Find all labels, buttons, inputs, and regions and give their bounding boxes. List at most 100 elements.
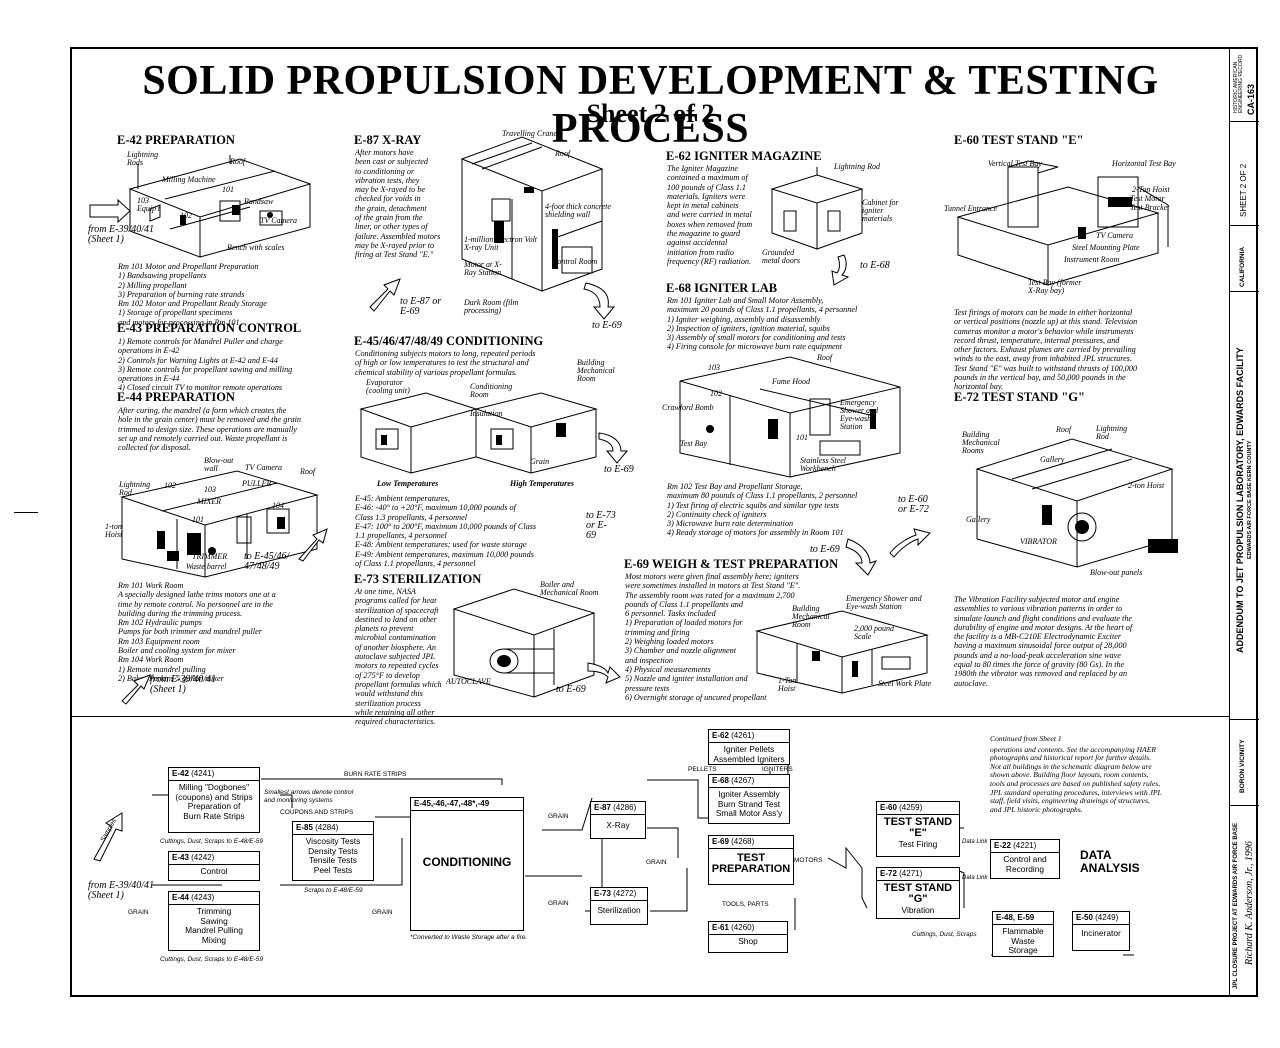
e44-room101-label: 101 <box>192 515 204 524</box>
e87-crane-label: Travelling Crane <box>502 129 557 138</box>
e68-text: Rm 101 Igniter Lab and Small Motor Assem… <box>667 296 858 352</box>
flow-smallest-note: Smallest arrows denote control and monit… <box>264 789 354 804</box>
e68-illustration <box>679 356 901 478</box>
flow-e42-box: E-42 (4241) Milling "Dogbones"(coupons) … <box>168 767 260 833</box>
e45-high-label: High Temperatures <box>510 479 574 488</box>
flow-e69-box: E-69 (4268) TEST PREPARATION <box>708 835 794 885</box>
flow-datalink2-label: Data Link <box>962 875 988 881</box>
e42-bench-label: Bench with scales <box>227 243 285 252</box>
e44-room104-label: 104 <box>272 501 284 510</box>
flow-data-analysis: DATA ANALYSIS <box>1080 848 1140 875</box>
arrow-icon <box>845 538 878 576</box>
e44-trimmer-label: TRIMMER <box>192 552 228 561</box>
tb-project: JPL CLOSURE PROJECT AT EDWARDS AIR FORCE… <box>1233 822 1255 989</box>
arrow-icon <box>298 528 328 562</box>
e44-text: After curing, the mandrel (a form which … <box>118 406 301 453</box>
e45-grain-label: Grain <box>530 457 550 466</box>
e42-bandsaw-label: Bandsaw <box>244 197 274 206</box>
flow-coupons-label: COUPONS AND STRIPS <box>280 809 354 816</box>
e60-heading: E-60 TEST STAND "E" <box>954 133 1084 147</box>
e68-shower-label: Emergency Shower and Eye-wash Station <box>840 398 878 431</box>
samples-arrow-icon <box>93 812 123 862</box>
e69-hoist-label: 1-Ton Hoist <box>778 676 797 693</box>
arrow-icon <box>89 199 131 223</box>
tb-state: CALIFORNIA <box>1230 225 1259 292</box>
e43-text: 1) Remote controls for Mandrel Puller an… <box>118 337 293 393</box>
margin-mark <box>14 512 38 513</box>
e44-roof-label: Roof <box>300 467 316 476</box>
e60-vbay-label: Vertical Test Bay <box>988 159 1042 168</box>
e60-text: Test firings of motors can be made in ei… <box>954 308 1138 392</box>
e45-evap-label: Evaporator (cooling unit) <box>366 378 410 395</box>
e68-roof-label: Roof <box>817 353 833 362</box>
e44-hoist-label: 1-ton Hoist <box>105 522 123 539</box>
tb-vicinity: BORON VICINITY <box>1230 719 1259 806</box>
flow-e72-box: E-72 (4271) TEST STAND "G" Vibration <box>876 867 960 919</box>
e62-to-label: to E-68 <box>860 260 890 271</box>
e60-tunnel-label: Tunnel Entrance <box>944 204 998 213</box>
e45-insul-label: Insulation <box>470 409 503 418</box>
e72-heading: E-72 TEST STAND "G" <box>954 390 1085 404</box>
e42-room102-label: 102 <box>180 211 192 220</box>
flow-conditioning-box: E-45,-46,-47,-48*,-49 CONDITIONING <box>410 797 524 931</box>
e73-to-label: to E-69 <box>556 684 586 695</box>
e72-illustration <box>975 438 1178 568</box>
e42-from-label: from E-39/40/41 (Sheet 1) <box>88 224 155 245</box>
e44-camera-label: TV Camera <box>245 463 282 472</box>
e42-illustration <box>128 155 312 258</box>
arrow-icon <box>369 278 401 312</box>
flow-burn-strips-label: BURN RATE STRIPS <box>344 771 407 778</box>
flow-e60-box: E-60 (4259) TEST STAND "E" Test Firing <box>876 801 960 857</box>
e69-text: Most motors were given final assembly he… <box>625 572 801 702</box>
e68-room103-label: 103 <box>708 363 720 372</box>
flow-cuttings2-label: Cuttings, Dust, Scraps to E-48/E-59 <box>160 956 263 963</box>
e72-gallery2-label: Gallery <box>966 515 991 524</box>
e72-text: The Vibration Facility subjected motor a… <box>954 595 1133 688</box>
signature: Richard K. Anderson, Jr., 1996 <box>1244 841 1255 965</box>
e68-fume-label: Fume Hood <box>772 377 810 386</box>
e42-milling-label: Milling Machine <box>162 175 216 184</box>
e60-bracket-label: Test Bracket <box>1130 203 1170 212</box>
e45-heading: E-45/46/47/48/49 CONDITIONING <box>354 334 544 348</box>
e87-electron-label: 1-million Electron Volt X-ray Unit <box>464 235 538 252</box>
e87-motor-label: Motor at X-Ray Station <box>464 260 502 277</box>
e60-instr-label: Instrument Room <box>1064 255 1120 264</box>
e69-steel-label: Steel Work Plate <box>878 679 932 688</box>
e72-rod-label: Lightning Rod <box>1096 424 1128 441</box>
e62-doors-label: Grounded metal doors <box>762 248 800 265</box>
e73-boiler-label: Boiler and Mechanical Room <box>540 580 599 597</box>
e87-to2-label: to E-69 <box>592 320 622 331</box>
page-subtitle: Sheet 2 of 2 <box>586 99 715 128</box>
e87-heading: E-87 X-RAY <box>354 133 422 147</box>
e87-to1-label: to E-87 or E-69 <box>400 296 442 317</box>
e87-control-label: Control Room <box>552 257 598 266</box>
e44-illustration <box>120 470 319 578</box>
e45-to2-label: to E-73 or E-69 <box>586 510 616 541</box>
e44-to-label: to E-45/46/ 47/48/49 <box>244 551 290 572</box>
arrow-icon <box>587 662 621 684</box>
e44-puller-label: PULLER <box>242 479 272 488</box>
e42-rods-label: Lightning Rods <box>127 150 159 167</box>
e69-heading: E-69 WEIGH & TEST PREPARATION <box>624 557 839 571</box>
e69-illustration <box>755 610 929 694</box>
e60-illustration <box>956 160 1169 286</box>
e60-motor-label: Test Motor <box>1130 194 1165 203</box>
e45-temps-text: E-45: Ambient temperatures,E-46: -40° to… <box>355 494 537 569</box>
flow-e61-box: E-61 (4260) Shop <box>708 921 788 953</box>
e42-roof-label: Roof <box>230 157 246 166</box>
e44-heading: E-44 PREPARATION <box>117 390 235 404</box>
e45-text: Conditioning subjects motors to long, re… <box>355 349 536 377</box>
e44-waste-label: Waste barrel <box>186 562 227 571</box>
arrow-icon <box>889 528 931 558</box>
e44-from-label: from E-39/40/41 (Sheet 1) <box>150 674 217 695</box>
arrow-icon <box>583 282 616 320</box>
e42-room101-label: 101 <box>222 185 234 194</box>
flow-e43-box: E-43 (4242) Control <box>168 851 260 881</box>
flow-igniters-label: IGNITERS <box>762 766 793 773</box>
e68-room102-label: 102 <box>710 389 722 398</box>
e42-heading: E-42 PREPARATION <box>117 133 235 147</box>
